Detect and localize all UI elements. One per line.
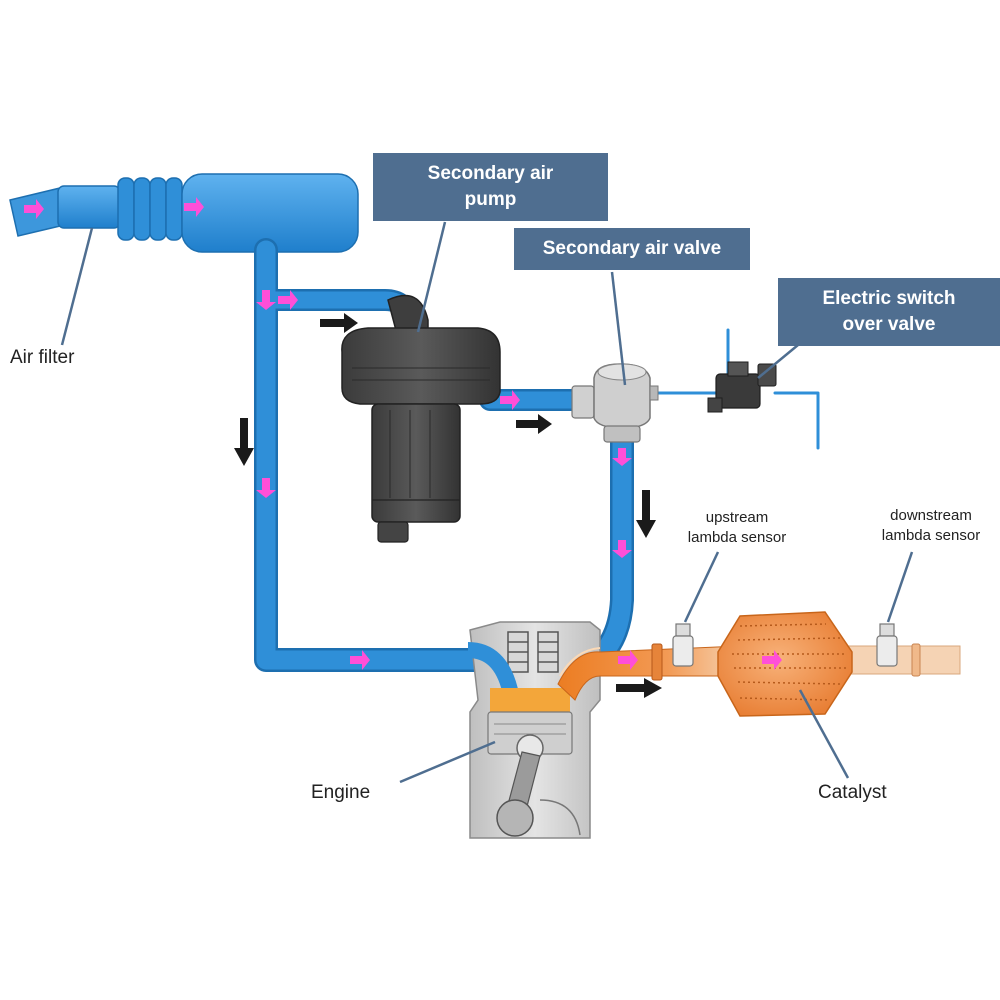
label-catalyst: Catalyst xyxy=(818,782,887,803)
direction-arrow-down-right xyxy=(636,490,656,538)
flow-arrow-to-exhaust xyxy=(612,540,632,558)
direction-arrow-down-left xyxy=(234,418,254,466)
flow-arrow-catalyst xyxy=(762,650,782,670)
leader-air-filter xyxy=(60,227,94,346)
label-air-filter: Air filter xyxy=(10,347,75,368)
flow-arrow-to-pump xyxy=(278,290,298,310)
direction-arrows xyxy=(234,313,662,698)
leader-upstream xyxy=(683,551,720,623)
label-engine: Engine xyxy=(311,782,371,803)
flow-arrow-intake xyxy=(24,199,44,219)
callout-secondary-air-valve: Secondary air valve xyxy=(514,228,750,270)
flow-arrow-filter xyxy=(184,197,204,217)
air-filter xyxy=(9,173,359,253)
exhaust-system xyxy=(557,611,961,717)
leader-pump xyxy=(416,221,447,333)
leader-lines xyxy=(60,221,914,784)
upstream-lambda-sensor xyxy=(672,623,694,667)
electric-switch-over-valve xyxy=(707,361,777,413)
downstream-lambda-sensor xyxy=(876,623,898,667)
air-filter-bellows xyxy=(117,177,183,241)
secondary-air-valve xyxy=(571,363,659,443)
flow-arrow-valve-out xyxy=(612,448,632,466)
flow-arrows xyxy=(24,197,782,670)
tail-pipe xyxy=(837,645,961,675)
direction-arrow-pump-in xyxy=(320,313,358,333)
direction-arrow-exhaust xyxy=(616,678,662,698)
flow-arrow-down-2 xyxy=(256,478,276,498)
callout-secondary-air-pump: Secondary air pump xyxy=(373,153,608,221)
engine-valve-springs xyxy=(507,631,559,673)
flow-arrow-to-engine xyxy=(350,650,370,670)
leader-downstream xyxy=(886,551,914,623)
label-upstream-lambda-sensor: upstream lambda sensor xyxy=(687,509,787,546)
leader-switch xyxy=(757,344,799,379)
flow-arrow-to-valve xyxy=(500,390,520,410)
flow-arrow-exhaust xyxy=(618,650,638,670)
label-downstream-lambda-sensor: downstream lambda sensor xyxy=(881,507,981,544)
pump-connector xyxy=(377,521,409,543)
crankshaft xyxy=(496,799,534,837)
flow-arrow-down-1 xyxy=(256,290,276,310)
callout-electric-switch-over-valve: Electric switch over valve xyxy=(778,278,1000,346)
catalyst-body xyxy=(717,611,853,717)
leader-engine xyxy=(399,740,496,784)
combustion-chamber xyxy=(490,688,570,712)
secondary-air-pump xyxy=(341,294,501,543)
direction-arrow-pump-out xyxy=(516,414,552,434)
air-pipes xyxy=(254,238,820,672)
leader-catalyst xyxy=(798,689,850,779)
leader-valve xyxy=(610,271,627,386)
